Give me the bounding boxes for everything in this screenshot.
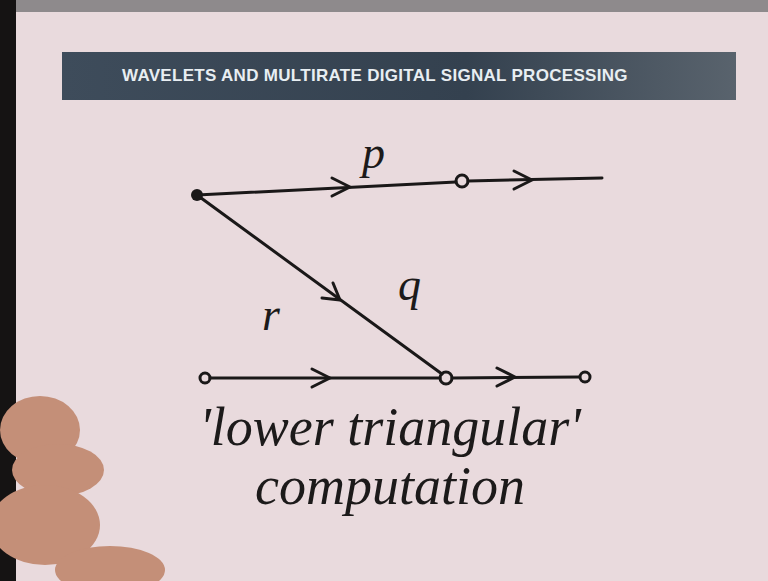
arrow-head (514, 171, 532, 189)
branch-q (197, 195, 442, 374)
sum-node (440, 372, 452, 384)
branch-gain-label: p (362, 130, 385, 176)
output-node (456, 175, 468, 187)
top-edge (14, 0, 768, 12)
output-node (580, 372, 590, 382)
branch-gain-label: r (262, 292, 280, 338)
arrow-head (312, 369, 330, 387)
title-banner (62, 52, 736, 100)
caption-text: 'lower triangular' computation (150, 398, 630, 517)
banner-title: WAVELETS AND MULTIRATE DIGITAL SIGNAL PR… (122, 67, 628, 86)
branch-p (197, 182, 456, 195)
arrow-head (322, 283, 340, 300)
arrow-head (497, 368, 515, 386)
arrow-head (332, 178, 350, 196)
branch-gain-label: q (398, 262, 421, 308)
output-line (468, 178, 602, 181)
hand (0, 396, 165, 581)
input-node (191, 189, 203, 201)
